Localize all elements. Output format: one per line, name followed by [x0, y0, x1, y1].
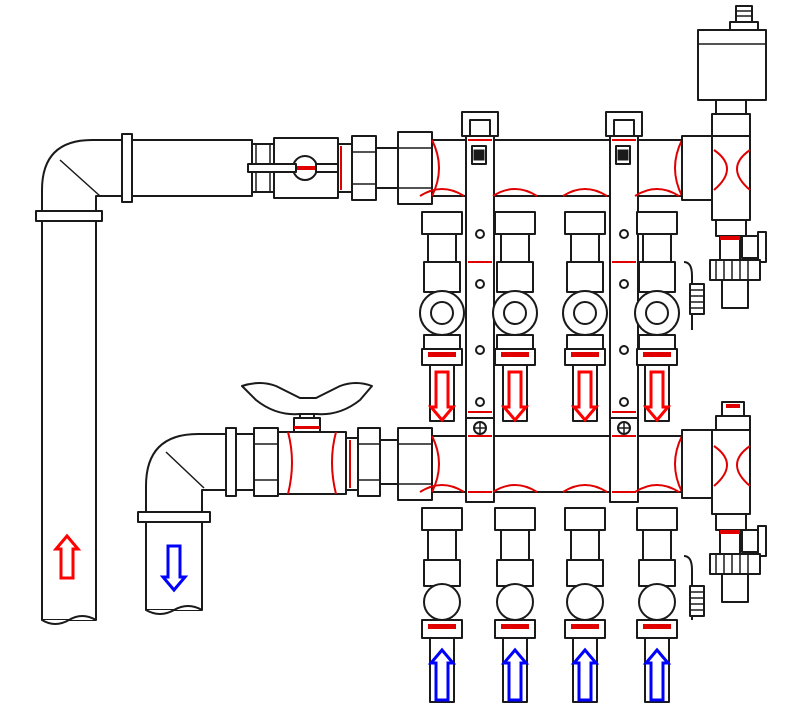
outlet-joint-mark	[419, 188, 465, 197]
outlet-body	[496, 261, 534, 293]
drain-cock-lower	[683, 553, 761, 620]
return-outlet	[562, 484, 608, 703]
valve-knob	[496, 583, 534, 621]
outlet-nut	[636, 507, 678, 531]
supply-outlets	[419, 188, 680, 423]
outlet-nut	[636, 211, 678, 235]
outlet-body	[566, 559, 604, 587]
outlet-nut	[494, 211, 536, 235]
outlet-joint-mark	[492, 188, 538, 197]
outlet-tail	[502, 637, 528, 703]
outlet-stem	[500, 233, 530, 263]
return-bracket-right	[609, 417, 639, 503]
outlet-seal	[643, 352, 671, 357]
supply-riser-arrow-up	[52, 533, 82, 580]
supply-outlet-arrow-down	[500, 370, 530, 423]
return-manifold-body	[397, 427, 719, 501]
valve-knob	[638, 583, 676, 621]
return-inlet-arrow-up	[500, 647, 530, 702]
outlet-body	[566, 261, 604, 293]
outlet-stem	[642, 529, 672, 561]
return-pipe-arrow-down	[159, 544, 189, 593]
outlet-nut	[564, 507, 606, 531]
outlet-nut	[421, 507, 463, 531]
return-inlet-arrow-up	[570, 647, 600, 702]
drain-cock-upper	[683, 259, 761, 330]
return-pipe	[137, 511, 211, 615]
return-outlets	[419, 484, 680, 703]
supply-outlet-arrow-down	[427, 370, 457, 423]
outlet-joint-mark	[634, 484, 680, 493]
supply-pipe-horizontal	[131, 139, 253, 197]
supply-outlet-arrow-down	[570, 370, 600, 423]
outlet-stem	[642, 233, 672, 263]
return-bracket-left	[465, 417, 495, 503]
outlet-body	[638, 261, 676, 293]
outlet-nut	[421, 211, 463, 235]
outlet-joint-mark	[634, 188, 680, 197]
outlet-tail	[429, 637, 455, 703]
outlet-joint-mark	[562, 188, 608, 197]
manifold-bracket-right	[605, 111, 643, 433]
supply-manifold-body	[397, 131, 719, 205]
outlet-joint-mark	[419, 484, 465, 493]
automatic-air-vent	[697, 5, 767, 263]
outlet-body	[638, 559, 676, 587]
outlet-seal	[501, 624, 529, 629]
outlet-stem	[427, 529, 457, 561]
outlet-body	[423, 261, 461, 293]
outlet-body	[423, 559, 461, 587]
outlet-lower-body	[496, 334, 534, 350]
outlet-tail	[572, 637, 598, 703]
outlet-tail	[644, 637, 670, 703]
supply-riser-arrow-up	[52, 533, 82, 580]
outlet-stem	[500, 529, 530, 561]
flow-meter-inner	[573, 301, 597, 325]
return-outlet	[419, 484, 465, 703]
outlet-lower-body	[566, 334, 604, 350]
outlet-stem	[427, 233, 457, 263]
valve-knob	[566, 583, 604, 621]
outlet-stem	[570, 233, 600, 263]
return-elbow	[145, 427, 237, 513]
outlet-lower-body	[638, 334, 676, 350]
outlet-seal	[501, 352, 529, 357]
return-inlet-arrow-up	[642, 647, 672, 702]
return-air-vent	[711, 401, 767, 557]
supply-outlet	[634, 188, 680, 423]
outlet-seal	[571, 352, 599, 357]
outlet-joint-mark	[562, 484, 608, 493]
outlet-body	[496, 559, 534, 587]
return-outlet	[634, 484, 680, 703]
return-inlet-arrow-up	[427, 647, 457, 702]
supply-outlet-arrow-down	[642, 370, 672, 423]
flow-meter-inner	[503, 301, 527, 325]
return-ball-valve	[235, 382, 399, 497]
outlet-seal	[571, 624, 599, 629]
valve-knob	[423, 583, 461, 621]
supply-elbow	[41, 133, 133, 212]
outlet-joint-mark	[492, 484, 538, 493]
flow-meter-inner	[645, 301, 669, 325]
flow-meter-inner	[430, 301, 454, 325]
supply-outlet	[562, 188, 608, 423]
outlet-lower-body	[423, 334, 461, 350]
outlet-stem	[570, 529, 600, 561]
supply-riser-pipe	[35, 210, 103, 625]
outlet-nut	[564, 211, 606, 235]
outlet-seal	[428, 352, 456, 357]
supply-outlet	[419, 188, 465, 423]
outlet-seal	[643, 624, 671, 629]
return-outlet	[492, 484, 538, 703]
supply-ball-valve	[247, 135, 399, 201]
return-pipe-arrow-down	[159, 544, 189, 593]
outlet-nut	[494, 507, 536, 531]
supply-outlet	[492, 188, 538, 423]
manifold-bracket-left	[461, 111, 499, 433]
outlet-seal	[428, 624, 456, 629]
